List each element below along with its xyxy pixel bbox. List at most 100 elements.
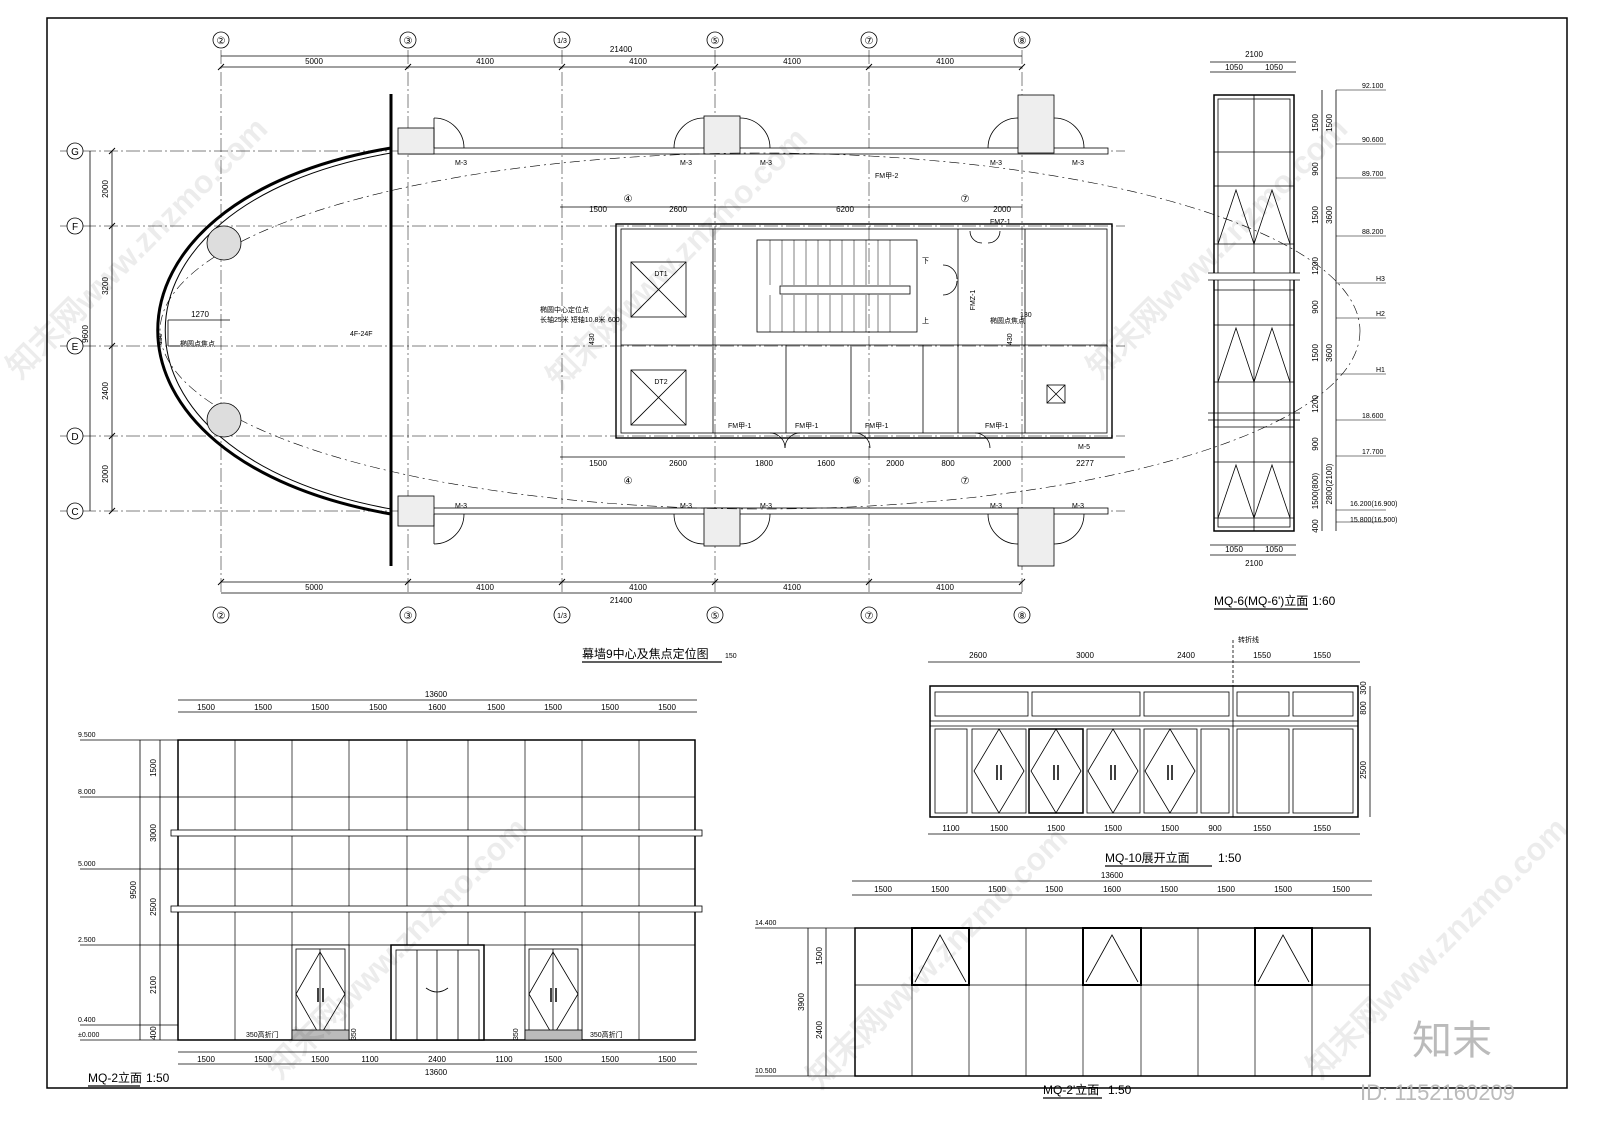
floor-tag: 4F-24F xyxy=(350,331,373,338)
dim-1270: 1270 xyxy=(191,310,209,319)
grid-left-c: C xyxy=(71,507,78,518)
mq2-bottom-total: 13600 xyxy=(425,1068,448,1077)
stair-up: 上 xyxy=(922,316,929,325)
mq6-level-10: 16.200(16.900) xyxy=(1350,501,1397,508)
fire-door-row-1: FM甲-1 xyxy=(728,422,751,430)
inner-top-dim-1: 1500 xyxy=(589,205,607,214)
grid-left-e: E xyxy=(72,342,79,353)
plan-title: 幕墙9中心及焦点定位图 xyxy=(582,646,709,661)
inner-top-dim-4: 2000 xyxy=(993,205,1011,214)
plan-top-dim-4: 4100 xyxy=(783,57,801,66)
grid-top-3: 1/3 xyxy=(557,38,567,45)
mq2-bottom-dim-2: 1500 xyxy=(254,1055,272,1064)
plan-left-dim-3: 2400 xyxy=(101,382,110,400)
mq2-left-dim-3: 2500 xyxy=(149,898,158,916)
plan-bottom-dim-3: 4100 xyxy=(629,583,647,592)
mq2-bottom-dim-8: 1500 xyxy=(601,1055,619,1064)
mq2p-top-dim-4: 1500 xyxy=(1045,885,1063,894)
mq10-top-dim-3: 2400 xyxy=(1177,651,1195,660)
mq2-d350-a: 350 xyxy=(351,1028,358,1040)
mq2p-top-dim-9: 1500 xyxy=(1332,885,1350,894)
inner-bottom-dim-1: 1500 xyxy=(589,459,607,468)
mq6-level-7: H1 xyxy=(1376,367,1385,374)
plan-top-dim-2: 4100 xyxy=(476,57,494,66)
mq2p-top-dim-6: 1500 xyxy=(1160,885,1178,894)
door-label-bottom-5: M-3 xyxy=(1072,503,1084,510)
fire-door-side: FMZ-1 xyxy=(970,290,977,311)
mq2-door-note-1: 350高折门 xyxy=(246,1030,279,1039)
plan-top-dim-5: 4100 xyxy=(936,57,954,66)
inner-grid-4-bottom: ④ xyxy=(624,476,633,487)
grid-top-1: ② xyxy=(217,36,226,47)
inner-grid-7-bottom: ⑦ xyxy=(961,476,970,487)
door-label-bottom-2: M-3 xyxy=(680,503,692,510)
dim-600: 600 xyxy=(608,317,620,324)
mq10-fold-note: 转折线 xyxy=(1238,635,1259,644)
fire-door-row-3: FM甲-1 xyxy=(865,422,888,430)
inner-grid-4-top: ④ xyxy=(624,194,633,205)
mq2-bottom-dim-1: 1500 xyxy=(197,1055,215,1064)
grid-left-d: D xyxy=(71,432,78,443)
mq6-right-dim-1: 1500 xyxy=(1325,114,1334,132)
plan-grid-bubbles xyxy=(66,31,1031,624)
plan-top-dim-3: 4100 xyxy=(629,57,647,66)
mq6-right-dim-4: 2800(2100) xyxy=(1325,463,1334,504)
mq10-bottom-dim-1: 1100 xyxy=(942,824,960,833)
dim-430-b: 430 xyxy=(589,333,596,345)
mq2p-top-total: 13600 xyxy=(1101,871,1124,880)
mq2-left-dim-2: 3000 xyxy=(149,824,158,842)
grid-bottom-1: ② xyxy=(217,611,226,622)
mq2-title: MQ-2立面 xyxy=(88,1070,142,1085)
plan-left-total: 9600 xyxy=(81,325,90,343)
mq10-bottom-dim-4: 1500 xyxy=(1104,824,1122,833)
mq2p-top-dim-7: 1500 xyxy=(1217,885,1235,894)
grid-bottom-6: ⑧ xyxy=(1018,611,1027,622)
plan-left-dim-2: 3200 xyxy=(101,277,110,295)
mq6-scale: 1:60 xyxy=(1312,594,1336,608)
mq6-level-4: 88.200 xyxy=(1362,229,1384,236)
mq2p-scale: 1:50 xyxy=(1108,1083,1132,1097)
mq6-left-dim-2: 900 xyxy=(1311,162,1320,176)
grid-left-g: G xyxy=(71,147,79,158)
mq2p-top-dim-1: 1500 xyxy=(874,885,892,894)
plan-top-total: 21400 xyxy=(610,45,633,54)
inner-grid-7-top: ⑦ xyxy=(961,194,970,205)
mq2-left-dim-1: 1500 xyxy=(149,759,158,777)
mq2-level-6: ±0.000 xyxy=(78,1032,99,1039)
mq6-level-5: H3 xyxy=(1376,276,1385,283)
mq2-top-dim-5: 1600 xyxy=(428,703,446,712)
mq2-top-dim-9: 1500 xyxy=(658,703,676,712)
watermarks: 知末网www.znzmo.com 知末网www.znzmo.com 知末网www… xyxy=(0,110,1574,1105)
grid-bottom-2: ③ xyxy=(404,611,413,622)
mq2-top-total: 13600 xyxy=(425,690,448,699)
floor-plan xyxy=(60,50,1361,595)
mq10-top-dim-5: 1550 xyxy=(1313,651,1331,660)
grid-bottom-4: ⑤ xyxy=(711,611,720,622)
mq6-left-dim-1: 1500 xyxy=(1311,114,1320,132)
mq6-top-dim-2: 1050 xyxy=(1265,63,1283,72)
note-center-b: 长轴25米 短轴10.8米 xyxy=(540,315,605,324)
grid-top-2: ③ xyxy=(404,36,413,47)
dim-430-a: 430 xyxy=(157,333,164,345)
inner-grid-6-bottom: ⑥ xyxy=(853,476,862,487)
mq2p-level-2: 10.500 xyxy=(755,1068,777,1075)
mq2-top-dim-1: 1500 xyxy=(197,703,215,712)
door-label-top-5: M-3 xyxy=(1072,160,1084,167)
mq6-labels: 2100 1050 1050 1050 1050 2100 1500 900 1… xyxy=(1214,50,1336,610)
plan-labels: ② ③ 1/3 ⑤ ⑦ ⑧ ② ③ 1/3 ⑤ ⑦ ⑧ G F E D C 21… xyxy=(71,36,1094,663)
mq6-left-dim-7: 1200 xyxy=(1311,395,1320,413)
mq6-level-11: 15.800(16.500) xyxy=(1350,517,1397,524)
watermark-2: 知末网www.znzmo.com xyxy=(539,120,814,395)
elevator-2-label: DT2 xyxy=(654,379,667,386)
mq2-top-dim-4: 1500 xyxy=(369,703,387,712)
plan-scale: 150 xyxy=(725,653,737,660)
mq2p-top-dim-2: 1500 xyxy=(931,885,949,894)
grid-left-f: F xyxy=(72,222,78,233)
mq2p-top-dim-3: 1500 xyxy=(988,885,1006,894)
mq6-right-dim-3: 3600 xyxy=(1325,344,1334,362)
mq10-top-dim-1: 2600 xyxy=(969,651,987,660)
mq10-bottom-dim-7: 1550 xyxy=(1253,824,1271,833)
mq6-top-dim-1: 1050 xyxy=(1225,63,1243,72)
plan-bottom-total: 21400 xyxy=(610,596,633,605)
inner-bottom-dim-2: 2600 xyxy=(669,459,687,468)
